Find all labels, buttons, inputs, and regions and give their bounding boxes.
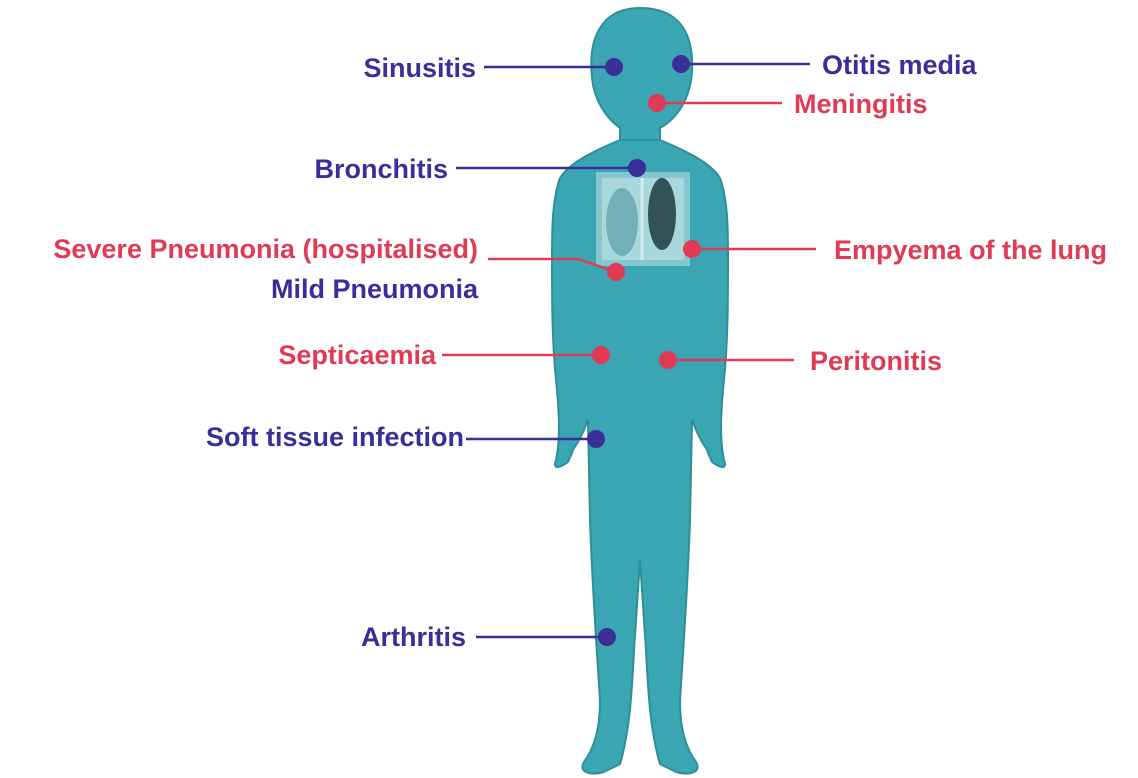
dot-sinusitis [605,58,623,76]
dot-empyema [683,240,701,258]
label-severe-pneumonia: Severe Pneumonia (hospitalised) [53,234,478,264]
xray-right-lung [648,178,676,250]
label-mild-pneumonia: Mild Pneumonia [271,274,479,304]
dot-peritonitis [659,351,677,369]
label-septicaemia: Septicaemia [278,340,437,370]
label-soft-tissue: Soft tissue infection [206,422,464,452]
xray-left-lung [606,188,638,256]
dot-otitis-media [672,55,690,73]
dot-bronchitis [628,159,646,177]
dot-septicaemia [592,346,610,364]
label-otitis-media: Otitis media [822,50,978,80]
dot-pneumonia [607,263,625,281]
dot-arthritis [598,628,616,646]
label-meningitis: Meningitis [794,89,928,119]
dot-meningitis [648,94,666,112]
label-peritonitis: Peritonitis [810,346,942,376]
label-bronchitis: Bronchitis [314,154,448,184]
dot-soft-tissue [587,430,605,448]
label-arthritis: Arthritis [361,622,466,652]
chest-xray-image [596,172,690,266]
label-sinusitis: Sinusitis [363,53,476,83]
label-empyema: Empyema of the lung [834,235,1107,265]
